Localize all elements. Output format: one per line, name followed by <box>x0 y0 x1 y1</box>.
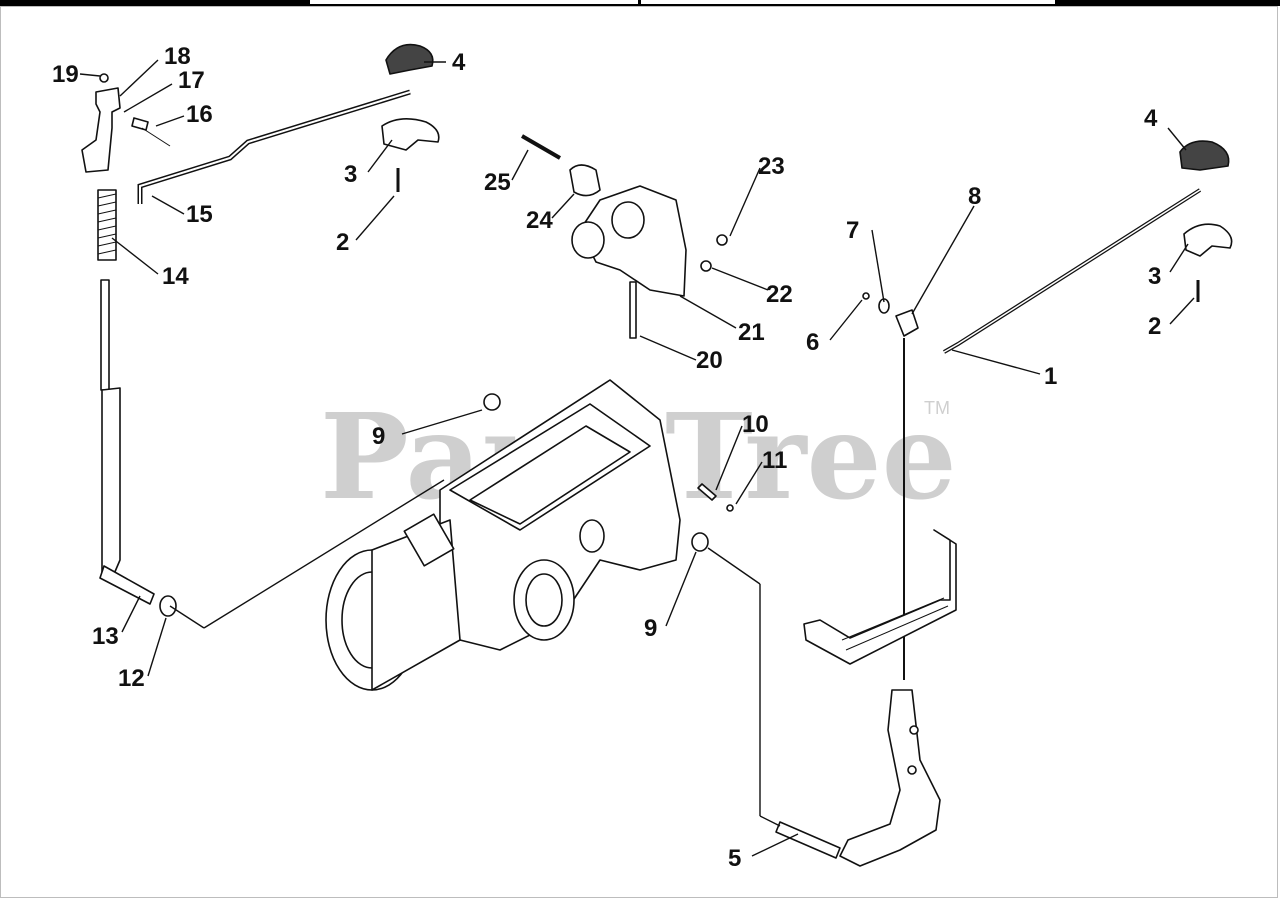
callout-7: 7 <box>846 217 859 244</box>
callout-16: 16 <box>186 101 213 128</box>
part-17-pin <box>131 117 149 131</box>
part-3-clip-right <box>1183 223 1233 257</box>
part-8-swivel <box>895 309 919 337</box>
callout-14: 14 <box>162 263 189 290</box>
callout-15: 15 <box>186 201 213 228</box>
callout-2-right: 2 <box>1148 313 1161 340</box>
part-25-bolt <box>520 134 562 160</box>
callout-3-right: 3 <box>1148 263 1161 290</box>
top-bar-tab-1 <box>310 0 638 4</box>
callout-10: 10 <box>742 411 769 438</box>
callout-18: 18 <box>164 43 191 70</box>
callout-6: 6 <box>806 329 819 356</box>
part-11-ball <box>726 504 734 512</box>
part-lever-arm <box>101 387 121 575</box>
part-4-knob <box>385 43 434 75</box>
part-18-bracket <box>81 87 121 173</box>
part-6-cotter <box>862 292 870 300</box>
part-21-bracket-assembly <box>520 134 728 339</box>
callout-9-side: 9 <box>644 615 657 642</box>
transaxle-housing <box>325 379 734 691</box>
knob-assembly-left <box>381 43 440 192</box>
callout-12: 12 <box>118 665 145 692</box>
part-21-bracket <box>579 185 687 297</box>
watermark-trademark: TM <box>924 398 950 418</box>
callout-25: 25 <box>484 169 511 196</box>
part-9-seal-side <box>691 532 709 552</box>
callout-1: 1 <box>1044 363 1057 390</box>
part-shaft <box>100 279 110 391</box>
part-19-screw <box>99 73 109 83</box>
callout-20: 20 <box>696 347 723 374</box>
leader-lines <box>79 59 1195 857</box>
part-14-spring <box>97 189 117 261</box>
part-13-pin <box>99 565 155 605</box>
callout-22: 22 <box>766 281 793 308</box>
shift-lever-left <box>81 73 411 617</box>
callout-2-left: 2 <box>336 229 349 256</box>
callout-3-left: 3 <box>344 161 357 188</box>
callout-11: 11 <box>762 447 787 474</box>
part-22-washer <box>700 260 712 272</box>
part-5-pedal-arm <box>839 689 941 867</box>
callout-4-left: 4 <box>452 49 466 76</box>
part-20-stud <box>629 281 637 339</box>
callout-13: 13 <box>92 623 119 650</box>
callout-19: 19 <box>52 61 79 88</box>
top-bar <box>0 0 1280 6</box>
diagram-frame <box>0 6 1278 898</box>
part-23-nut <box>716 234 728 246</box>
part-10-spring <box>697 483 717 501</box>
part-24-spacer <box>569 164 601 197</box>
callout-labels: 19 18 17 16 15 14 13 12 4 3 2 25 24 23 2… <box>52 43 1161 872</box>
part-3-clip <box>381 118 440 151</box>
callout-5: 5 <box>728 845 741 872</box>
linkage-right <box>775 140 1233 867</box>
part-4-knob-right <box>1179 140 1230 171</box>
part-plate <box>803 529 957 665</box>
part-5-pivot-pin <box>775 821 841 859</box>
callout-23: 23 <box>758 153 785 180</box>
callout-8: 8 <box>968 183 981 210</box>
callout-21: 21 <box>738 319 765 346</box>
part-12-seal <box>159 595 177 617</box>
part-15-rod <box>137 89 411 204</box>
callout-9-top: 9 <box>372 423 385 450</box>
top-bar-tab-2 <box>641 0 1055 4</box>
callout-17: 17 <box>178 67 205 94</box>
callout-4-right: 4 <box>1144 105 1158 132</box>
part-9-seal-top <box>483 393 501 411</box>
callout-24: 24 <box>526 207 553 234</box>
